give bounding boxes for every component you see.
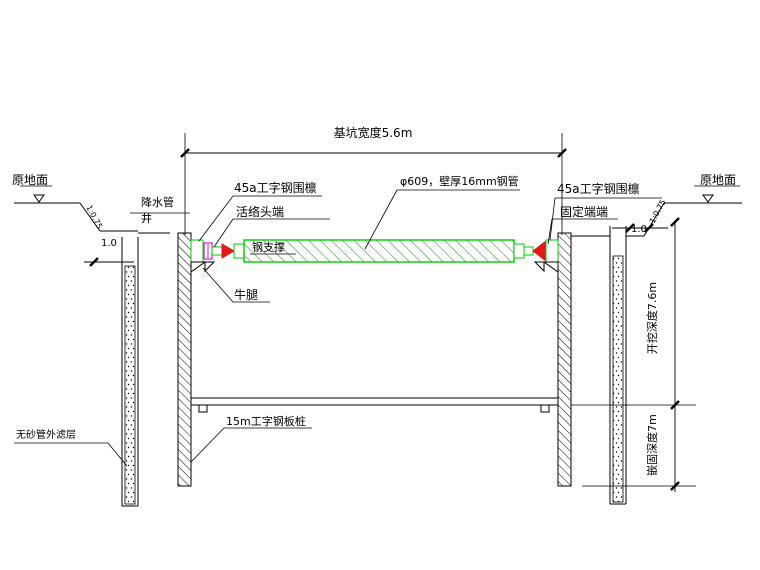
dewater-well-label-line2: 井 [141, 211, 152, 225]
left-sheet-pile [177, 232, 192, 487]
steel-strut-label: 钢支撑 [252, 240, 285, 254]
slope-right-label: 1:0.75 [648, 198, 668, 225]
right-sheet-pile [557, 232, 572, 487]
steel-strut-assembly: 45a工字钢围檩 活络头端 钢支撑 φ609，壁厚16mm钢管 45a工字钢围檩… [190, 174, 662, 303]
pit-width-label: 基坑宽度5.6m [334, 125, 413, 140]
pile-label: 15m工字钢板桩 [226, 414, 306, 428]
fixed-end-marker [532, 239, 547, 263]
left-dewatering-well: 降水管 井 无砂管外滤层 [14, 195, 190, 507]
depth-dimensions: 开挖深度7.6m 嵌固深度7m [571, 217, 696, 492]
slope-left-label: 1:0.75 [84, 204, 104, 231]
bottom-level: 15m工字钢板桩 [190, 397, 558, 463]
pipe-spec-label: φ609，壁厚16mm钢管 [400, 174, 519, 188]
ground-left-label: 原地面 [12, 173, 48, 187]
filter-layer-label: 无砂管外滤层 [16, 428, 76, 441]
bracket-label: 牛腿 [234, 287, 258, 302]
right-dewatering-well [609, 226, 627, 505]
dewater-well-label-line1: 降水管 [141, 195, 174, 209]
offset-right-label: 1.0 [631, 224, 647, 235]
waler-right-label: 45a工字钢围檩 [557, 181, 640, 196]
pit-width-dimension: 基坑宽度5.6m [180, 125, 567, 235]
left-ground: 原地面 1:0.75 1.0 [12, 173, 138, 267]
embed-depth-label: 嵌固深度7m [645, 414, 659, 476]
ground-right-label: 原地面 [700, 173, 736, 187]
excavation-depth-label: 开挖深度7.6m [645, 282, 659, 354]
waler-left-label: 45a工字钢围檩 [234, 180, 317, 195]
live-end-label: 活络头端 [236, 204, 284, 219]
fixed-end-label: 固定端端 [560, 204, 608, 219]
right-ground: 原地面 1:0.75 1.0 [571, 173, 742, 237]
offset-left-label: 1.0 [101, 238, 117, 249]
